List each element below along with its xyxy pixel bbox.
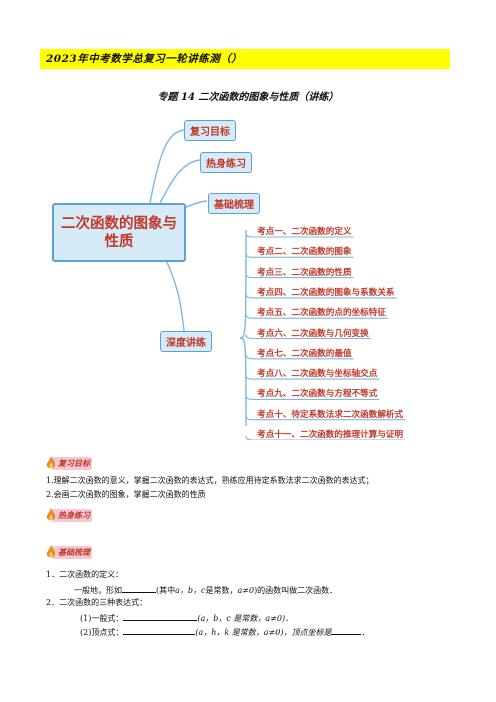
mindmap-point-connector <box>245 253 354 258</box>
mindmap-point-connector <box>245 334 371 340</box>
mindmap-point-connector <box>245 375 380 380</box>
mindmap-point-1: 考点一、二次函数的定义 <box>257 227 352 237</box>
mindmap-point-connector <box>245 273 354 279</box>
text-fragment: 一般地，形如 <box>74 586 122 595</box>
text-fragment: )的函数叫做二次函数． <box>254 586 338 595</box>
mindmap-point-connector <box>245 293 397 299</box>
mindmap-point-connector <box>245 314 388 319</box>
basics-item-1-title: 1．二次函数的定义： <box>46 570 124 579</box>
mindmap-point-5: 考点五、二次函数的点的坐标特征 <box>257 308 386 319</box>
fill-blank <box>122 583 156 593</box>
document-title: 2023年中考数学总复习一轮讲练测（） <box>46 53 243 65</box>
basics-item-1-text: 一般地，形如 (其中a，b，c是常数，a≠0)的函数叫做二次函数． <box>74 583 337 597</box>
section-tag-basics: 基础梳理 <box>46 544 92 560</box>
mindmap-point-10: 考点十、待定系数法求二次函数解析式 <box>257 409 404 420</box>
mindmap-point-connector <box>245 395 380 400</box>
flame-icon <box>46 508 56 521</box>
review-goal-line-1: 1.理解二次函数的意义，掌握二次函数的表达式，熟练应用待定系数法求二次函数的表达… <box>46 476 374 485</box>
fill-blank <box>123 625 196 635</box>
mindmap-point-7: 考点七、二次函数的最值 <box>257 348 352 359</box>
section-tag-warmup: 热身练习 <box>46 507 92 523</box>
mindmap-connectors <box>149 129 406 440</box>
mindmap-point-3: 考点三、二次函数的性质 <box>257 267 352 278</box>
topic-subtitle: 专题 14 二次函数的图象与性质（讲练） <box>157 92 339 103</box>
mindmap-point-connector <box>245 415 406 421</box>
branch-deep-practice: 深度讲练 <box>160 331 212 352</box>
header-highlight <box>40 49 450 69</box>
text-fragment: (1)一般式： <box>80 614 124 623</box>
text-fragment: a，b，c <box>175 586 206 595</box>
text-fragment: (a，h，k 是常数，a≠0)，顶点坐标是 <box>195 628 332 637</box>
mindmap-point-connector <box>245 354 354 360</box>
text-fragment: a≠0 <box>237 586 255 595</box>
basics-form-vertex: (2)顶点式： (a，h，k 是常数，a≠0)，顶点坐标是 ． <box>80 625 369 639</box>
mindmap-point-2: 考点二、二次函数的图象 <box>257 247 352 258</box>
text-fragment: ． <box>361 628 370 637</box>
branch-warmup: 热身练习 <box>200 152 252 173</box>
mindmap-point-connector <box>245 232 354 238</box>
text-fragment: 是常数， <box>205 586 238 595</box>
mindmap-root-node: 二次函数的图象与性质 <box>52 203 186 262</box>
flame-icon <box>46 456 56 469</box>
flame-icon <box>46 545 56 558</box>
text-fragment: (2)顶点式： <box>80 628 124 637</box>
basics-form-general: (1)一般式： (a，b，c 是常数，a≠0)． <box>80 611 293 625</box>
section-tag-review-goal: 复习目标 <box>46 455 92 471</box>
fill-blank <box>331 625 362 635</box>
fill-blank <box>123 611 198 621</box>
section-label: 基础梳理 <box>58 547 90 557</box>
basics-item-2-title: 2．二次函数的三种表达式： <box>46 598 148 607</box>
mindmap-point-11: 考点十一、二次函数的推理计算与证明 <box>257 430 404 440</box>
mindmap-point-9: 考点九、二次函数与方程不等式 <box>257 389 378 400</box>
branch-review-goal: 复习目标 <box>184 120 236 141</box>
section-label: 热身练习 <box>58 510 90 520</box>
text-fragment: (其中 <box>156 586 176 595</box>
text-fragment: (a，b，c 是常数，a≠0)． <box>197 614 294 623</box>
mindmap-point-4: 考点四、二次函数的图象与系数关系 <box>257 287 395 298</box>
branch-basics: 基础梳理 <box>208 193 260 214</box>
review-goal-line-2: 2.会画二次函数的图象，掌握二次函数的性质 <box>46 490 206 499</box>
mindmap-point-6: 考点六、二次函数与几何变换 <box>257 328 369 339</box>
mindmap-point-8: 考点八、二次函数与坐标轴交点 <box>257 369 378 380</box>
section-label: 复习目标 <box>58 458 90 468</box>
